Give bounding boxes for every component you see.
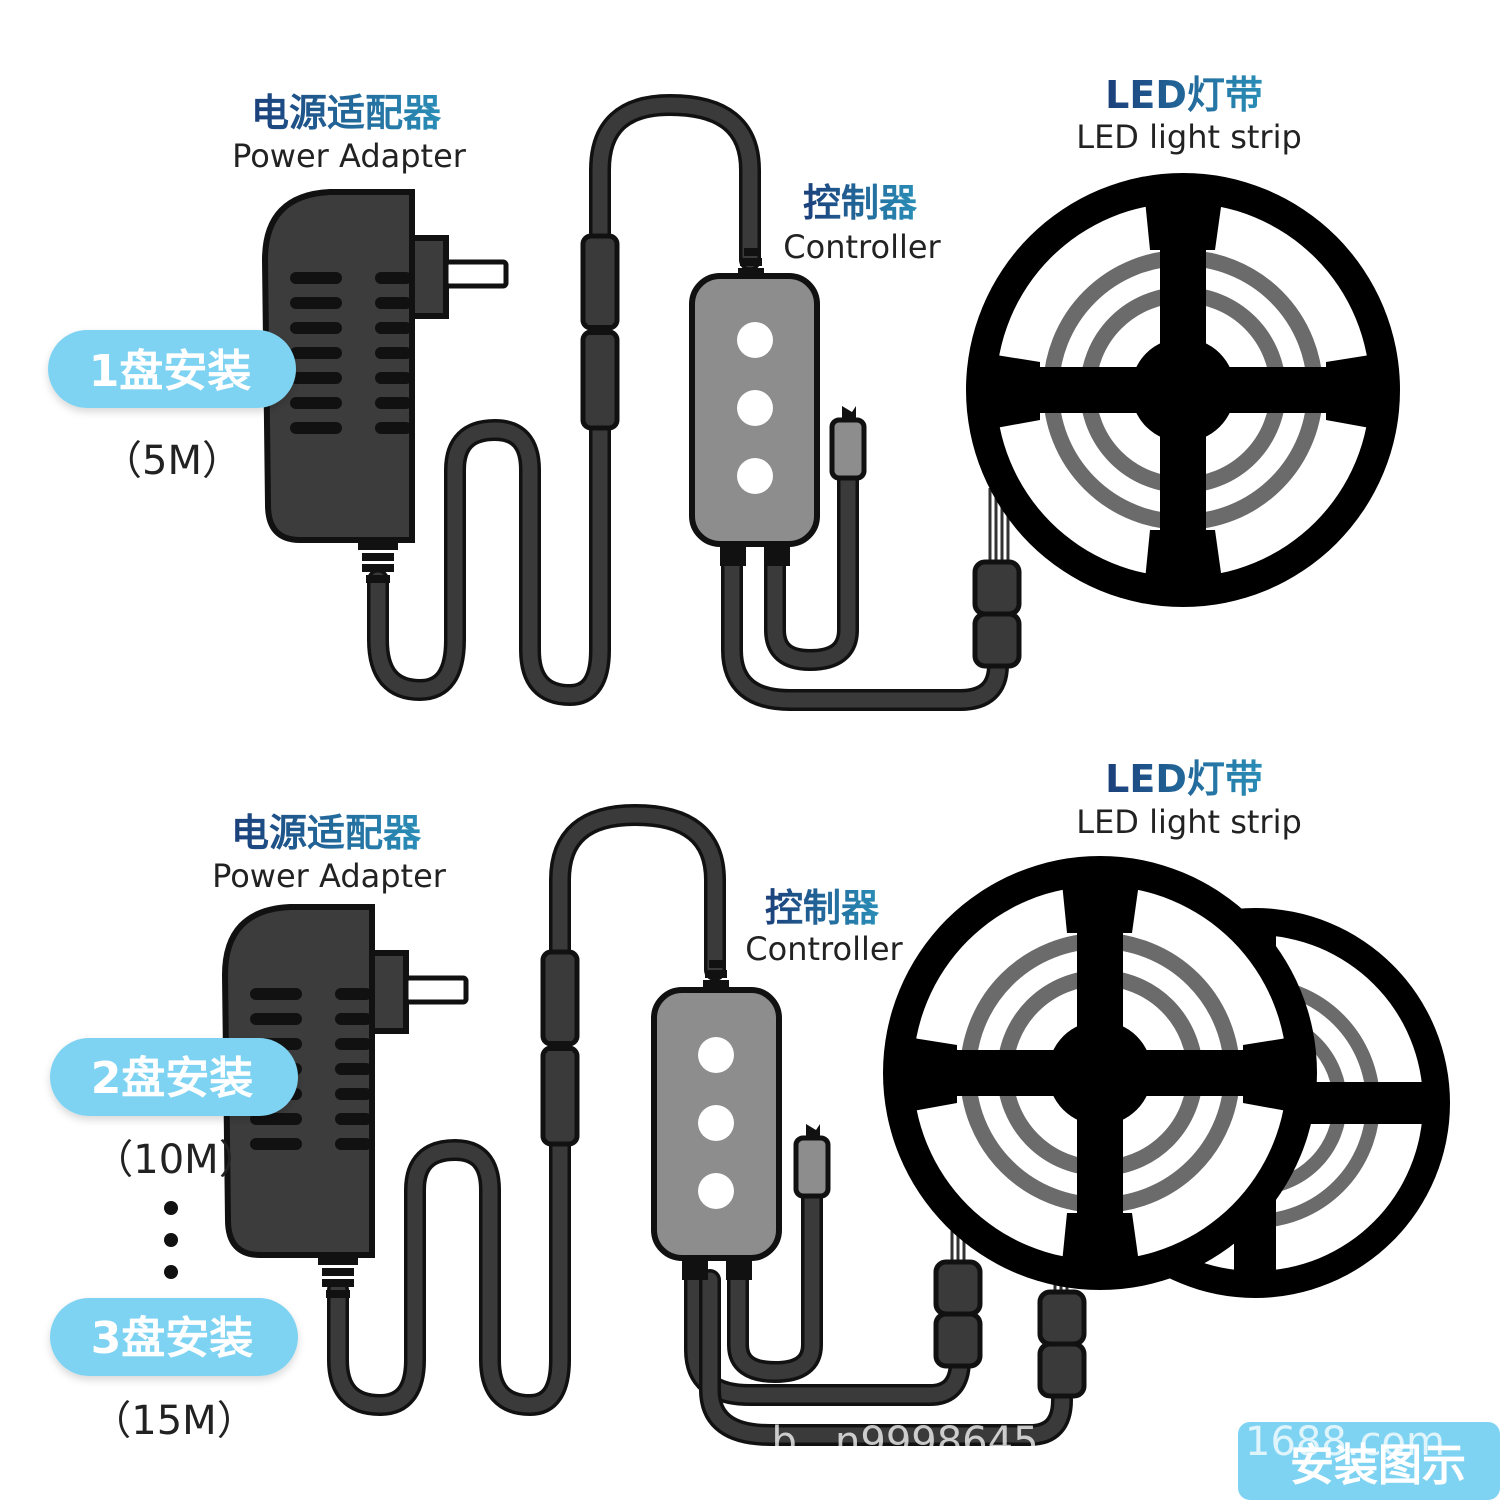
strip-title-en: LED light strip [1076, 118, 1302, 156]
controller-title-cn: 控制器 [803, 181, 918, 225]
controller-top [689, 248, 867, 566]
watermark-right: 1688.com [1245, 1419, 1445, 1465]
controller-button-2-bottom [698, 1105, 734, 1141]
panel-top: 电源适配器 Power Adapter 控制器 Controller LED灯带… [48, 73, 1400, 711]
barrel-connector-top [580, 233, 620, 431]
length-5m: （5M） [102, 438, 242, 484]
panel-bottom: 电源适配器 Power Adapter 控制器 Controller LED灯带… [50, 757, 1450, 1446]
controller-button-1-bottom [698, 1037, 734, 1073]
ir-receiver [829, 417, 867, 481]
plug-prong [443, 259, 509, 289]
length-15m: （15M） [91, 1398, 256, 1444]
output-cable-bottom-b [699, 1269, 1073, 1446]
power-adapter-top [261, 189, 509, 583]
install-badge-1 [48, 330, 296, 408]
adapter-title-en: Power Adapter [232, 137, 467, 175]
ir-receiver-bottom [793, 1135, 831, 1199]
strip-title-cn: LED灯带 [1105, 73, 1263, 117]
install-badge-2 [50, 1038, 298, 1116]
controller-button-2 [737, 390, 773, 426]
led-strip-reel-front [883, 856, 1317, 1369]
cables-top [367, 94, 1009, 711]
controller-button-3-bottom [698, 1173, 734, 1209]
corner-badge [1238, 1422, 1500, 1500]
install-badge-3 [50, 1298, 298, 1376]
controller-title-en-bottom: Controller [745, 930, 903, 968]
led-strip-reel-top [966, 173, 1400, 669]
watermark-left: b...n9998645 [771, 1419, 1038, 1465]
length-10m: （10M） [93, 1137, 258, 1183]
plug-prong-bottom [403, 975, 469, 1005]
controller-bottom [651, 960, 831, 1280]
corner-badge-label: 安装图示 [1290, 1440, 1466, 1491]
strip-title-cn-bottom: LED灯带 [1105, 757, 1263, 801]
controller-title-en: Controller [783, 228, 941, 266]
adapter-title-en-bottom: Power Adapter [212, 857, 447, 895]
install-badge-3-label: 3盘安装 [91, 1313, 254, 1364]
strip-title-en-bottom: LED light strip [1076, 803, 1302, 841]
controller-button-3 [737, 458, 773, 494]
barrel-connector-bottom [540, 949, 580, 1147]
install-badge-1-label: 1盘安装 [89, 346, 252, 397]
ellipsis-dots [164, 1201, 178, 1279]
install-badge-2-label: 2盘安装 [91, 1053, 254, 1104]
adapter-title-cn-bottom: 电源适配器 [231, 811, 422, 855]
cables-bottom [327, 804, 1073, 1446]
controller-button-1 [737, 322, 773, 358]
adapter-title-cn: 电源适配器 [251, 91, 442, 135]
controller-title-cn-bottom: 控制器 [765, 886, 880, 930]
